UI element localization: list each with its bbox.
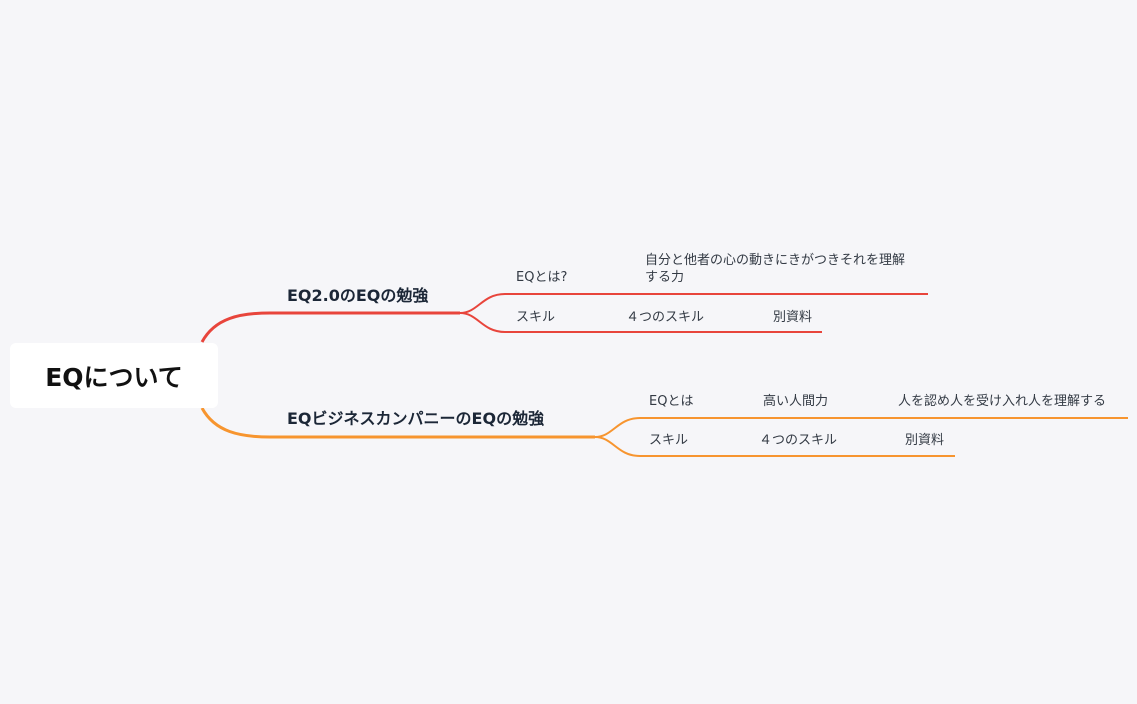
subtopic-separate-material[interactable]: 別資料 (773, 309, 812, 326)
subtopic-label: 別資料 (773, 310, 813, 325)
subtopic-skill[interactable]: スキル (516, 309, 555, 326)
subtopic-label: スキル (516, 310, 556, 325)
subtopic-label: 別資料 (905, 433, 945, 448)
subtopic-eq-definition[interactable]: EQとは (649, 393, 693, 410)
subtopic-eq-definition[interactable]: EQとは? (516, 269, 567, 286)
subtopic-label-line2: する力 (645, 270, 685, 285)
root-topic-label: EQについて (45, 362, 183, 392)
root-topic[interactable]: EQについて (10, 343, 218, 408)
subtopic-accept-understand[interactable]: 人を認め人を受け入れ人を理解する (898, 393, 1106, 410)
subtopic-label: 高い人間力 (763, 394, 829, 409)
subtopic-label: 人を認め人を受け入れ人を理解する (898, 394, 1107, 409)
main-topic-label: EQ2.0のEQの勉強 (287, 286, 429, 305)
subtopic-label: ４つのスキル (626, 310, 705, 325)
subtopic-separate-material[interactable]: 別資料 (905, 432, 944, 449)
subtopic-label: EQとは (649, 394, 694, 409)
subtopic-human-power[interactable]: 高い人間力 (763, 393, 828, 410)
main-topic-label: EQビジネスカンパニーのEQの勉強 (287, 409, 545, 428)
main-topic-eq-business[interactable]: EQビジネスカンパニーのEQの勉強 (287, 405, 544, 429)
subtopic-eq-definition-detail[interactable]: 自分と他者の心の動きにきがつきそれを理解 する力 (645, 252, 905, 286)
subtopic-skill[interactable]: スキル (649, 432, 688, 449)
subtopic-label-line1: 自分と他者の心の動きにきがつきそれを理解 (645, 253, 906, 268)
subtopic-four-skills[interactable]: ４つのスキル (626, 309, 704, 326)
main-topic-eq20[interactable]: EQ2.0のEQの勉強 (287, 282, 428, 306)
subtopic-label: EQとは? (516, 270, 568, 285)
subtopic-label: スキル (649, 433, 689, 448)
subtopic-four-skills[interactable]: ４つのスキル (759, 432, 837, 449)
subtopic-label: ４つのスキル (759, 433, 838, 448)
